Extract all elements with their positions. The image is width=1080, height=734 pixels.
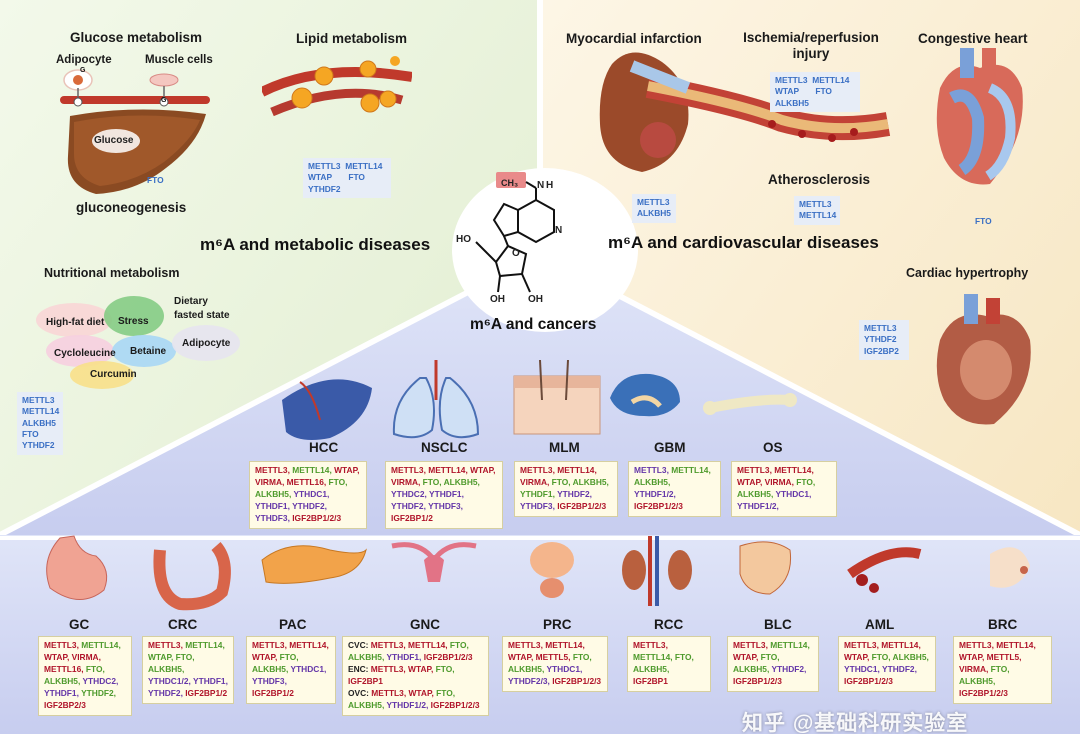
liver-illustration	[60, 69, 210, 194]
oh-label-1: OH	[490, 294, 505, 305]
chf-gene-list: FTO	[975, 216, 992, 226]
ho-label: HO	[456, 234, 471, 245]
cancer-label-gc: GC	[69, 617, 90, 632]
cancer-box-blc: METTL3, METTL14, WTAP, FTO, ALKBH5, YTHD…	[727, 636, 819, 692]
ch3-label: CH₃	[501, 178, 519, 188]
cardio-heading: m⁶A and cardiovascular diseases	[608, 233, 879, 252]
organ-illustrations	[46, 360, 1030, 611]
gluconeogenesis-label: gluconeogenesis	[76, 200, 187, 215]
adipocyte-label: Adipocyte	[56, 54, 112, 66]
nutri-item-dietary: Dietary	[174, 296, 208, 307]
cancer-box-brc: METTL3, METTL14, WTAP, METTL5, VIRMA, FT…	[953, 636, 1052, 704]
cancer-box-gnc: CVC: METTL3, METTL14, FTO, ALKBH5, YTHDF…	[342, 636, 489, 716]
nutritional-metabolism-title: Nutritional metabolism	[44, 266, 180, 280]
metabolic-heading: m⁶A and metabolic diseases	[200, 235, 431, 254]
cancer-label-pac: PAC	[279, 617, 307, 632]
congestive-heart-title: Congestive heart	[918, 31, 1028, 46]
ring-o-label: O	[512, 248, 520, 259]
cancer-box-rcc: METTL3, METTL14, FTO, ALKBH5, IGF2BP1	[627, 636, 711, 692]
lipid-gene-list: METTL3 METTL14 WTAP FTO YTHDF2	[303, 158, 391, 199]
cancer-label-rcc: RCC	[654, 617, 684, 632]
cancer-box-os: METTL3, METTL14, WTAP, VIRMA, FTO, ALKBH…	[731, 461, 837, 517]
cancer-box-gbm: METTL3, METTL14, ALKBH5, YTHDF1/2, IGF2B…	[628, 461, 721, 517]
oh-label-2: OH	[528, 294, 543, 305]
muscle-cells-label: Muscle cells	[145, 54, 213, 66]
cancer-box-pac: METTL3, METTL14, WTAP, FTO, ALKBH5, YTHD…	[246, 636, 336, 704]
glucose-label: Glucose	[94, 135, 134, 146]
cancer-label-aml: AML	[865, 617, 895, 632]
cancer-label-mlm: MLM	[549, 440, 580, 455]
ischemia-gene-list: METTL3 METTL14 WTAP FTO ALKBH5	[770, 72, 860, 113]
nutri-item-cycloleucine: Cycloleucine	[54, 348, 116, 359]
amine-n-label: N	[537, 180, 545, 191]
myocardial-infarction-title: Myocardial infarction	[566, 31, 702, 46]
nutri-item-adipocyte: Adipocyte	[182, 338, 231, 349]
nutritional-gene-list: METTL3 METTL14 ALKBH5 FTO YTHDF2	[17, 392, 63, 455]
cardiac-hypertrophy-title: Cardiac hypertrophy	[906, 266, 1029, 280]
cancer-label-brc: BRC	[988, 617, 1018, 632]
g-marker-1: G	[80, 67, 86, 74]
m6a-molecule	[475, 172, 555, 293]
nutri-item-high-fat: High-fat diet	[46, 317, 105, 328]
g-marker-2: G	[161, 97, 167, 104]
cancer-heading: m⁶A and cancers	[470, 316, 597, 333]
lipid-vessel-illustration	[262, 56, 412, 117]
glucose-gene-list: FTO	[147, 175, 164, 185]
congestive-heart-illustration	[936, 48, 1023, 185]
amine-h-label: H	[546, 180, 554, 191]
watermark-text: 知乎 @基础科研实验室	[742, 712, 969, 734]
cancer-label-nsclc: NSCLC	[421, 440, 468, 455]
cancer-box-crc: METTL3, METTL14, WTAP, FTO, ALKBH5, YTHD…	[142, 636, 234, 704]
hypertrophy-heart-illustration	[936, 294, 1031, 425]
ring-n-label: N	[555, 225, 563, 236]
nutri-item-curcumin: Curcumin	[90, 369, 137, 380]
nutritional-bubbles	[36, 296, 240, 389]
cancer-label-os: OS	[763, 440, 783, 455]
nutri-item-stress: Stress	[118, 316, 149, 327]
cancer-box-prc: METTL3, METTL14, WTAP, METTL5, FTO, ALKB…	[502, 636, 608, 692]
cancer-label-gnc: GNC	[410, 617, 440, 632]
lipid-metabolism-title: Lipid metabolism	[296, 31, 408, 46]
cancer-label-hcc: HCC	[309, 440, 339, 455]
glucose-metabolism-title: Glucose metabolism	[70, 30, 203, 45]
cancer-label-prc: PRC	[543, 617, 572, 632]
cancer-box-gc: METTL3, METTL14, WTAP, VIRMA, METTL16, F…	[38, 636, 132, 716]
atherosclerosis-title: Atherosclerosis	[768, 172, 871, 187]
cancer-label-gbm: GBM	[654, 440, 686, 455]
cancer-label-blc: BLC	[764, 617, 792, 632]
nutri-item-betaine: Betaine	[130, 346, 167, 357]
nutri-item-fasted: fasted state	[174, 310, 230, 321]
heart-vessel-illustration	[599, 52, 891, 172]
cancer-label-crc: CRC	[168, 617, 198, 632]
ischemia-title: Ischemia/reperfusion injury	[743, 30, 879, 61]
cancer-box-mlm: METTL3, METTL14, VIRMA, FTO, ALKBH5, YTH…	[514, 461, 618, 517]
cancer-box-aml: METTL3, METTL14, WTAP, FTO, ALKBH5, YTHD…	[838, 636, 936, 692]
cancer-box-nsclc: METTL3, METTL14, WTAP, VIRMA, FTO, ALKBH…	[385, 461, 503, 529]
cancer-box-hcc: METTL3, METTL14, WTAP, VIRMA, METTL16, F…	[249, 461, 367, 529]
